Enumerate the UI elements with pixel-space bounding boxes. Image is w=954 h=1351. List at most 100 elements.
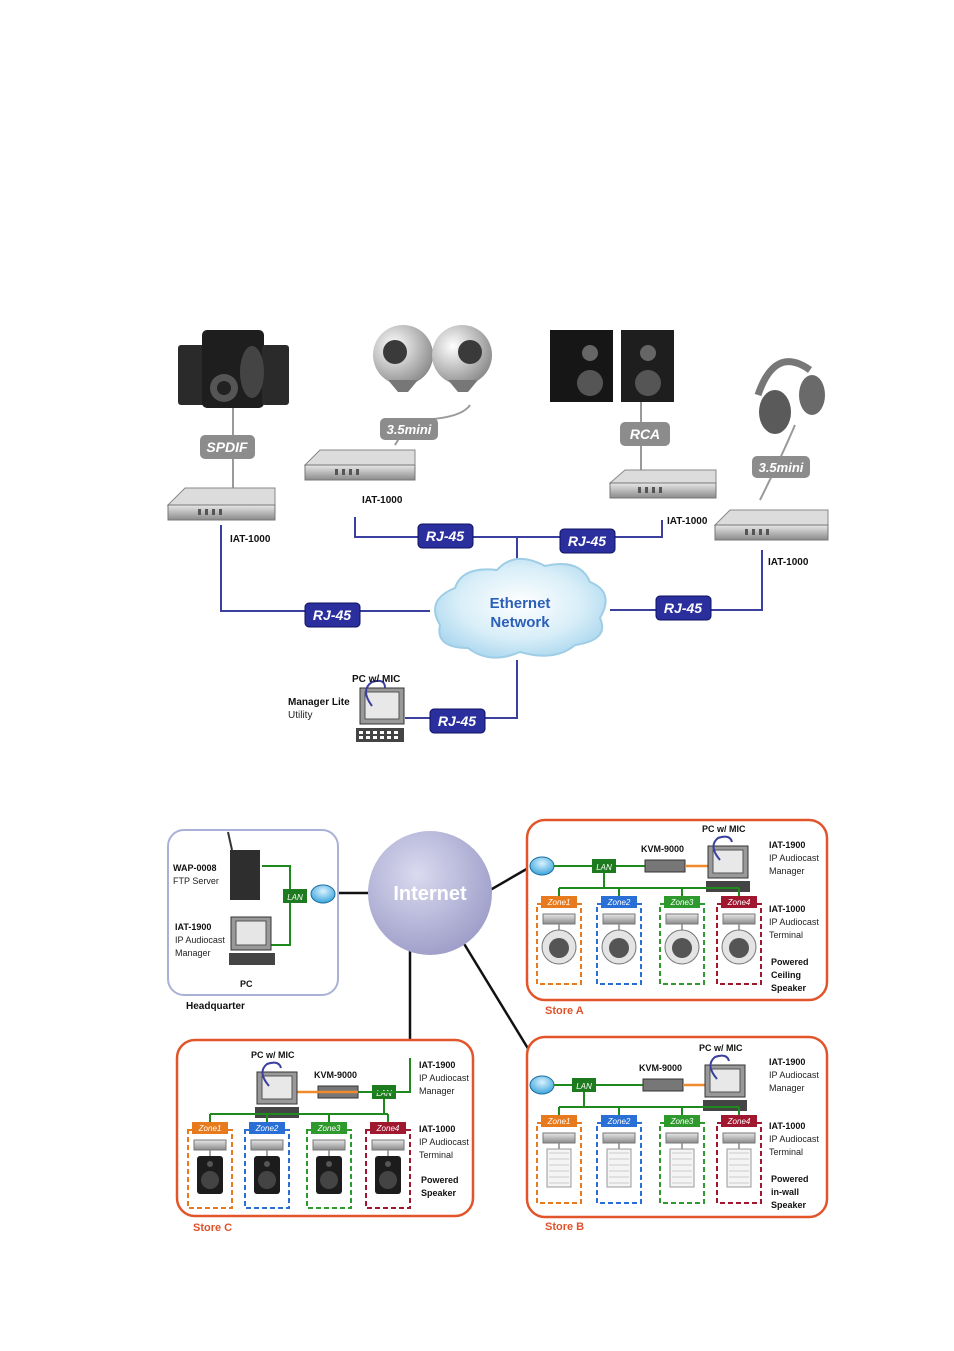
store-b-zone4-tag: [721, 1115, 757, 1127]
store-c-zone1-tag: [192, 1122, 228, 1134]
store-a-kvm-label: KVM-9000: [641, 844, 684, 854]
tag-rj45-right: RJ-45: [655, 595, 712, 621]
store-c-zone3-label: Zone3: [317, 1124, 341, 1133]
store-a-zone1-label: Zone1: [547, 898, 571, 907]
store-a-zone4-label: Zone4: [727, 898, 751, 907]
store-a-zone2-tag: [601, 896, 637, 908]
store-b-ip-audiocast-label-2: IP Audiocast: [769, 1134, 819, 1144]
tag-3.5mini-a: 3.5mini: [380, 418, 438, 440]
store-b-lan-switch: [572, 1078, 596, 1092]
store-a-iat1900-label: IAT-1900: [769, 840, 805, 850]
svg-text:Internet: Internet: [393, 883, 467, 905]
diagram-one: IAT-1000 IAT-1000 IAT-1000 IAT-1000 SPDI…: [165, 305, 830, 747]
store-c-manager-label: Manager: [419, 1086, 455, 1096]
tag-rj45-bottom: RJ-45: [429, 708, 486, 734]
store-b-zone3-terminal: [665, 1132, 699, 1144]
store-a-zone3-terminal: [665, 913, 699, 925]
svg-text:FTP Server: FTP Server: [173, 876, 219, 886]
store-b-zone3-frame: [659, 1122, 705, 1204]
store-a-keyboard: [706, 881, 750, 892]
store-b-zone4-terminal: [722, 1132, 756, 1144]
store-b-zone2-label: Zone2: [607, 1117, 631, 1126]
store-b-manager-label: Manager: [769, 1083, 805, 1093]
tag-rca: RCA: [620, 422, 670, 446]
store-b-kvm: [642, 1078, 684, 1092]
internet-globe: Internet: [368, 831, 492, 955]
store-a-lan-label: LAN: [596, 863, 612, 872]
store-a-speaker-label: Speaker: [771, 983, 807, 993]
svg-text:3.5mini: 3.5mini: [387, 422, 432, 437]
svg-text:Ethernet: Ethernet: [490, 595, 551, 612]
subwoofer-speaker-system: [178, 330, 289, 408]
store-b-title: Store B: [545, 1221, 584, 1233]
store-a-lan-switch: [592, 859, 616, 873]
store-b-speaker-type-label: in-wall: [771, 1187, 799, 1197]
tag-spdif: SPDIF: [200, 435, 255, 459]
manager-lite-label: Manager Lite: [288, 697, 350, 708]
store-c-zone4-terminal: [371, 1139, 405, 1151]
store-c-zone4-label: Zone4: [376, 1124, 400, 1133]
store-b-iat1000-label: IAT-1000: [769, 1121, 805, 1131]
store-a-zone3-label: Zone3: [670, 898, 694, 907]
store-a-zone4-tag: [721, 896, 757, 908]
store-b-powered-label: Powered: [771, 1174, 809, 1184]
store-c-lan-label: LAN: [376, 1089, 392, 1098]
store-b-zone3-label: Zone3: [670, 1117, 694, 1126]
store-a-zone3-tag: [664, 896, 700, 908]
store-c-powered-label: Powered: [421, 1175, 459, 1185]
iat-device-2-label: IAT-1000: [362, 495, 403, 506]
store-c-keyboard: [255, 1107, 299, 1118]
store-b-lan-label: LAN: [576, 1082, 592, 1091]
pc-mic-label: PC w/ MIC: [352, 674, 400, 685]
store-b-ip-audiocast-label: IP Audiocast: [769, 1070, 819, 1080]
iat-device-4: [713, 509, 829, 541]
ethernet-network-cloud: Ethernet Network: [434, 558, 607, 659]
svg-text:RJ-45: RJ-45: [438, 713, 476, 729]
store-b-zone3-tag: [664, 1115, 700, 1127]
store-c-zone4-frame: [365, 1129, 411, 1209]
store-c-pc-mic-label: PC w/ MIC: [251, 1050, 295, 1060]
store-a-zone1-frame: [536, 903, 582, 985]
sphere-speakers: [373, 325, 492, 392]
iat-device-2: [303, 449, 416, 481]
store-b-zone1-speaker: [546, 1148, 572, 1188]
svg-text:3.5mini: 3.5mini: [759, 460, 804, 475]
store-a-terminal-label: Terminal: [769, 930, 803, 940]
svg-text:LAN: LAN: [287, 893, 303, 902]
store-c-zone3-tag: [311, 1122, 347, 1134]
store-a-title: Store A: [545, 1005, 584, 1017]
svg-text:IP Audiocast: IP Audiocast: [175, 935, 225, 945]
iat-device-1: [166, 487, 276, 521]
store-c-ip-audiocast-label-2: IP Audiocast: [419, 1137, 469, 1147]
store-a-zone2-label: Zone2: [607, 898, 631, 907]
store-a-zone1-tag: [541, 896, 577, 908]
manager-pc: [356, 679, 405, 742]
store-a-zone3-frame: [659, 903, 705, 985]
store-a-zone2-frame: [596, 903, 642, 985]
store-c-zone4-tag: [370, 1122, 406, 1134]
store-c-zone2-tag: [249, 1122, 285, 1134]
store-b-zone2-speaker: [606, 1148, 632, 1188]
svg-text:RJ-45: RJ-45: [568, 533, 606, 549]
iat-device-1-label: IAT-1000: [230, 534, 271, 545]
store-b-keyboard: [703, 1100, 747, 1111]
store-c-zone3-terminal: [312, 1139, 346, 1151]
bookshelf-speakers: [550, 330, 674, 402]
diagram-two: LAN WAP-0008 FTP Server IAT-1900 IP Audi…: [167, 818, 829, 1234]
svg-text:RJ-45: RJ-45: [664, 600, 702, 616]
svg-text:SPDIF: SPDIF: [206, 439, 248, 455]
store-b-speaker-label: Speaker: [771, 1200, 807, 1210]
store-b-zone2-terminal: [602, 1132, 636, 1144]
svg-text:WAP-0008: WAP-0008: [173, 863, 217, 873]
store-a-iat1000-label: IAT-1000: [769, 904, 805, 914]
internet-links: [338, 865, 537, 1061]
utility-label: Utility: [288, 710, 312, 721]
store-b-zone1-frame: [536, 1122, 582, 1204]
svg-text:RJ-45: RJ-45: [426, 528, 464, 544]
store-a-ip-audiocast-label: IP Audiocast: [769, 853, 819, 863]
tag-rj45-left: RJ-45: [304, 602, 361, 628]
store-b-pc-mic-label: PC w/ MIC: [699, 1043, 743, 1053]
store-a-ip-audiocast-label-2: IP Audiocast: [769, 917, 819, 927]
svg-text:RJ-45: RJ-45: [313, 607, 351, 623]
